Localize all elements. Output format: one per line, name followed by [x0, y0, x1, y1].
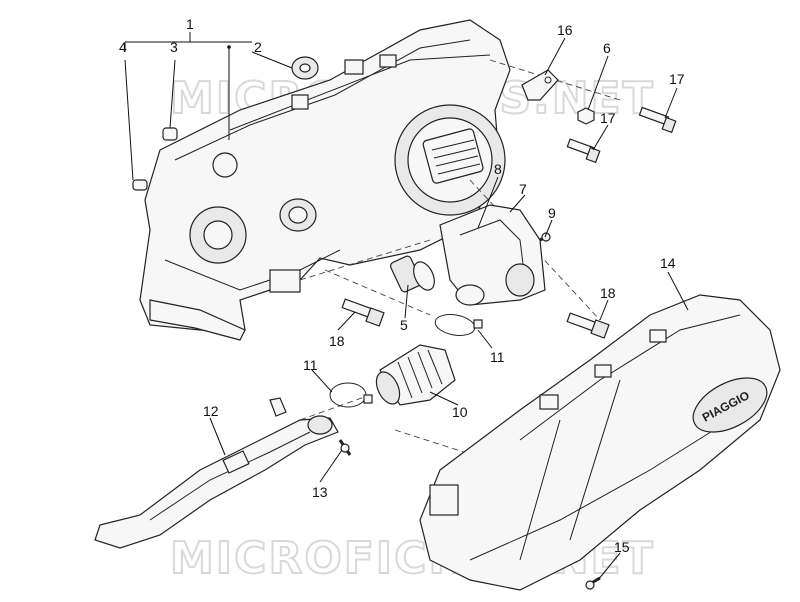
callout-15: 15 — [614, 539, 630, 555]
callout-13: 13 — [312, 484, 328, 500]
callout-12: 12 — [203, 403, 219, 419]
part-dowel-pin — [132, 179, 148, 191]
callout-9: 9 — [548, 205, 556, 221]
part-bolt-18a — [341, 298, 385, 327]
part-clamp-11a — [434, 314, 483, 336]
callout-labels: 1 2 3 4 5 6 7 8 9 10 11 11 12 13 14 15 1… — [119, 16, 685, 555]
callout-4: 4 — [119, 39, 127, 55]
part-screw-15 — [585, 576, 601, 590]
part-screw-13 — [338, 439, 352, 456]
part-bellows — [375, 344, 456, 406]
leader-lines — [124, 32, 689, 581]
callout-16: 16 — [557, 22, 573, 38]
callout-3: 3 — [170, 39, 178, 55]
callout-5: 5 — [400, 317, 408, 333]
part-filter-insert — [389, 255, 435, 293]
callout-14: 14 — [660, 255, 676, 271]
callout-10: 10 — [452, 404, 468, 420]
callout-1: 1 — [186, 16, 194, 32]
callout-18a: 18 — [600, 285, 616, 301]
callout-8: 8 — [494, 161, 502, 177]
part-screw-17b — [566, 138, 601, 164]
callout-17b: 17 — [600, 110, 616, 126]
part-nut — [577, 107, 595, 125]
callout-11a: 11 — [490, 349, 505, 365]
callout-2: 2 — [254, 39, 262, 55]
callout-17a: 17 — [669, 71, 685, 87]
callout-6: 6 — [603, 40, 611, 56]
part-intake-tube — [94, 397, 339, 549]
part-bearing — [291, 56, 319, 80]
crankcase-cover — [139, 19, 511, 341]
callout-18b: 18 — [329, 333, 345, 349]
part-clamp-11b — [329, 382, 373, 408]
part-bushing — [162, 127, 178, 141]
part-bracket — [521, 69, 559, 101]
callout-7: 7 — [519, 181, 527, 197]
part-bolt-18b — [566, 312, 610, 339]
part-screw-17a — [638, 106, 677, 134]
part-air-duct — [439, 204, 546, 306]
part-outer-cover: PIAGGIO — [419, 294, 781, 591]
callout-11b: 11 — [303, 357, 318, 373]
